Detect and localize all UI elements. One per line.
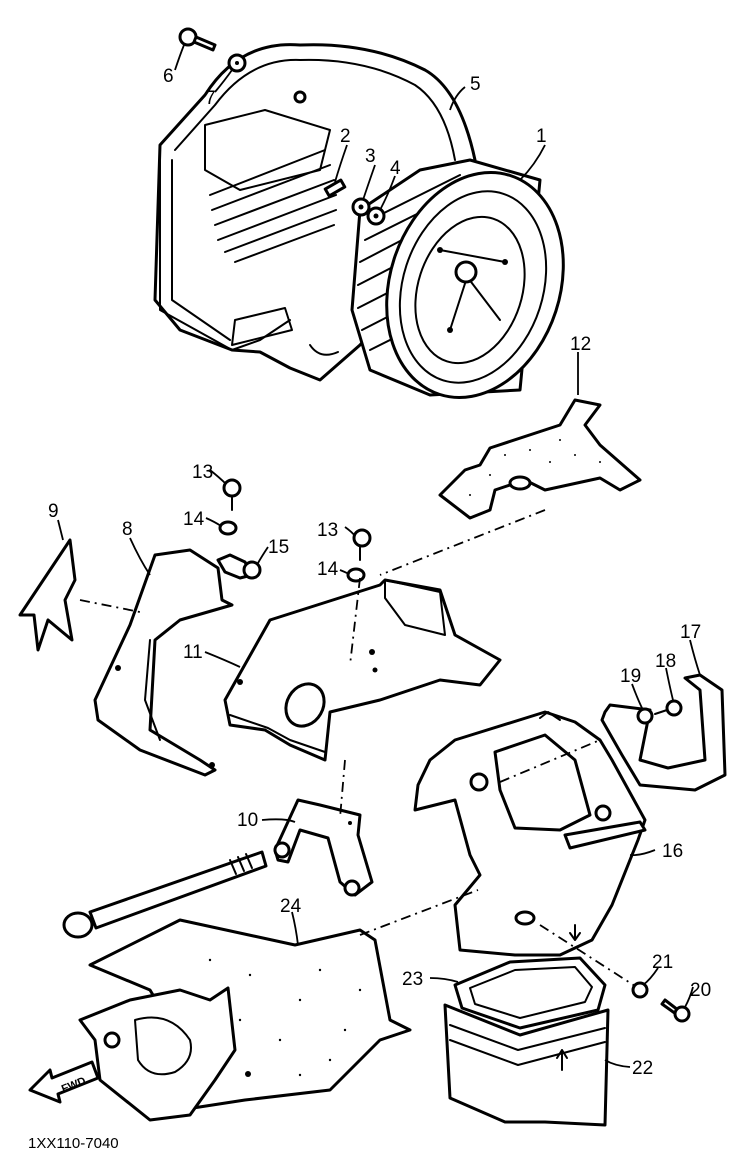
part-14-washer-right [346,567,366,583]
part-12-cover-plate [438,398,642,520]
callout-9: 9 [48,501,59,522]
callout-1: 1 [536,126,547,147]
callout-11: 11 [183,642,203,663]
callout-6: 6 [163,66,174,87]
part-3-washer [351,197,371,217]
drawing-code: 1XX110-7040 [28,1135,119,1152]
callout-16: 16 [662,841,683,862]
part-18-screw [654,699,683,717]
callout-17: 17 [680,622,701,643]
lower-cover [78,986,251,1122]
long-bolt [62,850,268,939]
callout-20: 20 [690,980,711,1001]
part-21-washer [631,981,649,999]
part-13-screw-left [222,478,242,511]
part-23-gasket [453,956,607,1030]
callout-5: 5 [470,74,481,95]
forward-direction-arrow: FWD [28,1060,100,1104]
part-17-handle [600,673,727,792]
part-14-washer-left [218,520,238,536]
callout-7: 7 [205,88,216,109]
part-13-screw-right [352,528,372,561]
part-20-screw [660,998,691,1023]
part-2-bolt [323,178,347,198]
callout-18: 18 [655,651,676,672]
callout-22: 22 [632,1058,653,1079]
callout-13-left: 13 [192,462,213,483]
callout-14-right: 14 [317,559,339,580]
callout-leaders [57,44,701,1068]
callout-13-right: 13 [317,520,338,541]
callout-labels: 1 2 3 4 5 6 7 8 9 10 11 12 13 13 14 14 1… [48,66,711,1079]
callout-19: 19 [620,666,641,687]
callout-12: 12 [570,334,591,355]
part-11-cylinder-cover [223,578,502,762]
callout-14-left: 14 [183,509,205,530]
part-4-washer [366,206,386,226]
callout-24: 24 [280,896,302,917]
part-16-air-guide [413,710,647,957]
assembly-lines [79,509,636,987]
part-9-seal [18,538,77,652]
callout-2: 2 [340,126,351,147]
callout-3: 3 [365,146,376,167]
shroud-fins [209,149,337,263]
part-1-fan-housing [350,158,565,399]
callout-23: 23 [402,969,423,990]
callout-4: 4 [390,158,401,179]
callout-8: 8 [122,519,133,540]
part-7-washer [227,53,247,73]
callout-15: 15 [268,537,289,558]
part-22-air-box [443,1003,610,1127]
part-8-side-cover [93,548,234,777]
part-10-bracket [273,798,374,897]
callout-10: 10 [237,810,258,831]
part-15-clip [216,553,262,580]
part-19-washer [636,707,654,725]
part-6-bolt [178,27,217,52]
callout-21: 21 [652,952,673,973]
